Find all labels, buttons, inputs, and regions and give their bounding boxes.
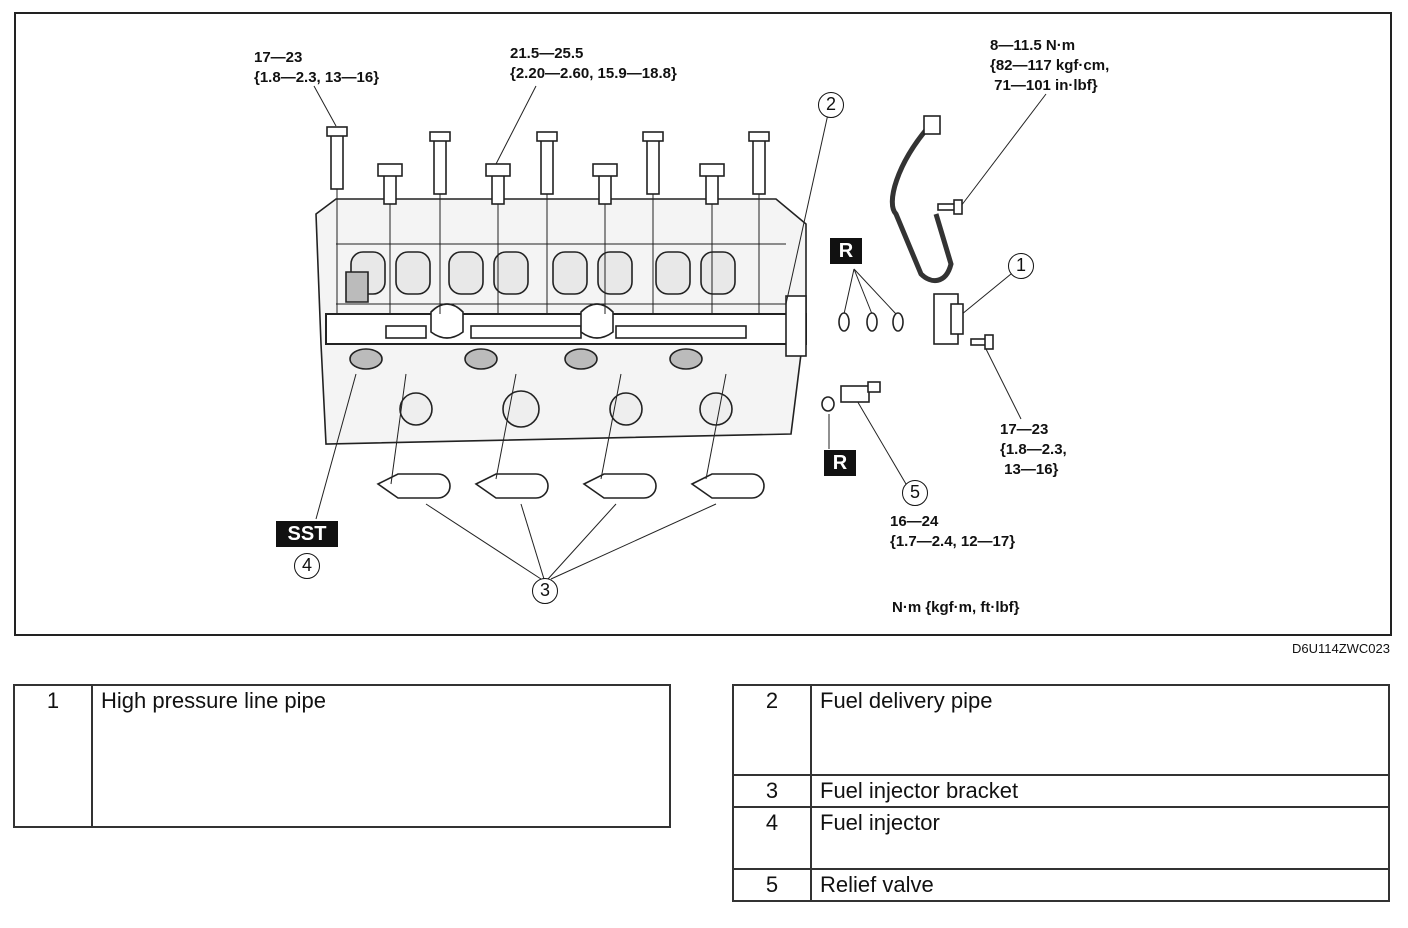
legend-label: Fuel injector [810,806,1390,870]
table-row: 5 Relief valve [732,868,1390,902]
valve-bores [350,251,736,295]
table-row: 3 Fuel injector bracket [732,774,1390,808]
legend-num: 4 [732,806,812,870]
torque-label-line-pipe-bolt: 8—11.5 N·m {82—117 kgf·cm, 71—101 in·lbf… [990,37,1110,94]
legend-num: 5 [732,868,812,902]
legend-label: High pressure line pipe [91,684,671,828]
legend-num: 2 [732,684,812,776]
legend-label: Fuel injector bracket [810,774,1390,808]
engine-drawing [313,85,1047,580]
short-bolts [377,163,725,205]
replace-badge-bottom: R [824,450,856,476]
exploded-diagram: 17—23 {1.8—2.3, 13—16} 21.5—25.5 {2.20—2… [14,12,1392,636]
legend-label: Fuel delivery pipe [810,684,1390,776]
pipe-flange [933,293,964,345]
long-bolts [326,126,770,195]
callout-4: 4 [294,553,320,579]
o-rings [821,312,904,412]
sst-badge: SST [276,521,338,547]
callout-2: 2 [818,92,844,118]
table-row: 4 Fuel injector [732,806,1390,870]
relief-valve-drawing [840,381,881,403]
injectors [345,271,703,370]
callout-3: 3 [532,578,558,604]
legend-label: Relief valve [810,868,1390,902]
legend-table-left: 1 High pressure line pipe [13,684,671,828]
table-row: 1 High pressure line pipe [13,684,671,828]
callout-5: 5 [902,480,928,506]
legend-num: 3 [732,774,812,808]
lower-ports [399,390,733,428]
figure-code: D6U114ZWC023 [1291,641,1390,656]
legend-num: 1 [13,684,93,828]
torque-unit-note: N·m {kgf·m, ft·lbf} [892,599,1020,616]
injector-brackets [376,473,765,499]
torque-label-short-bolt: 21.5—25.5 {2.20—2.60, 15.9—18.8} [510,45,677,82]
replace-badge-top: R [830,238,862,264]
table-row: 2 Fuel delivery pipe [732,684,1390,776]
high-pressure-pipe [889,122,954,283]
callout-1: 1 [1008,253,1034,279]
torque-label-relief-valve: 16—24 {1.7—2.4, 12—17} [890,513,1016,550]
torque-label-flange-bolt: 17—23 {1.8—2.3, 13—16} [1000,421,1067,478]
torque-label-long-bolt: 17—23 {1.8—2.3, 13—16} [254,49,380,86]
legend-table-right: 2 Fuel delivery pipe 3 Fuel injector bra… [732,684,1390,902]
